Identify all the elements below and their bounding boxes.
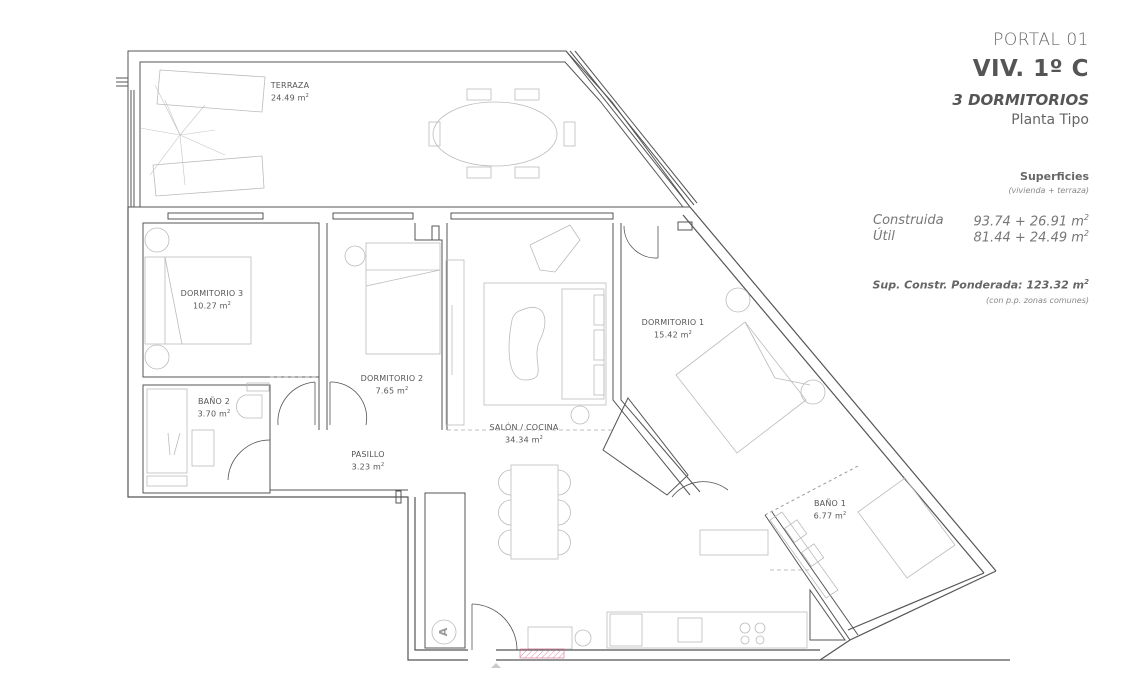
entrance-arrow-icon — [491, 663, 501, 668]
interior-walls — [142, 212, 861, 649]
exterior-walls — [127, 206, 1010, 661]
surface-label: Útil — [873, 229, 895, 244]
entrance-marker: A — [437, 627, 450, 637]
room-area: 3.23 m — [351, 462, 381, 472]
room-label-bano-1: BAÑO 1 6.77 m2 — [813, 499, 847, 521]
room-name: DORMITORIO 3 — [180, 289, 244, 298]
room-area: 15.42 m — [653, 330, 689, 340]
terrace — [116, 50, 698, 208]
room-area: 3.70 m — [197, 409, 227, 419]
hatched-panel — [519, 648, 565, 659]
surface-value: 81.44 + 24.49 m — [973, 230, 1084, 246]
terrace-furniture — [139, 69, 576, 197]
room-name: BAÑO 1 — [813, 499, 847, 508]
room-area: 10.27 m — [192, 301, 228, 311]
doors — [227, 225, 729, 651]
room-name: DORMITORIO 1 — [641, 318, 705, 327]
weighted-surface: Sup. Constr. Ponderada: 123.32 m2 — [872, 278, 1089, 292]
surface-row-construida: Construida 93.74 + 26.91 m2 — [873, 213, 1089, 230]
surface-label: Construida — [873, 213, 944, 228]
surfaces-subtitle: (vivienda + terraza) — [1008, 186, 1089, 195]
room-label-terraza: TERRAZA 24.49 m2 — [270, 81, 310, 103]
bedrooms-label: 3 DORMITORIOS — [952, 91, 1089, 109]
room-area: 6.77 m — [813, 511, 843, 521]
room-name: TERRAZA — [270, 81, 310, 90]
room-boundaries — [270, 376, 810, 571]
surface-row-util: Útil 81.44 + 24.49 m2 — [873, 229, 1089, 246]
room-name: SALÓN / COCINA — [489, 423, 559, 432]
portal-label: PORTAL 01 — [993, 30, 1089, 50]
room-label-salon-cocina: SALÓN / COCINA 34.34 m2 — [489, 423, 559, 445]
furniture — [144, 224, 956, 650]
room-area: 24.49 m — [270, 93, 306, 103]
room-area: 34.34 m — [504, 435, 540, 445]
room-area: 7.65 m — [375, 386, 405, 396]
room-label-dormitorio-2: DORMITORIO 2 7.65 m2 — [360, 374, 424, 396]
room-name: BAÑO 2 — [197, 397, 231, 406]
room-label-dormitorio-3: DORMITORIO 3 10.27 m2 — [180, 289, 244, 311]
floor-type-label: Planta Tipo — [1011, 112, 1089, 128]
unit-title: VIV. 1º C — [972, 56, 1089, 82]
surfaces-title: Superficies — [1020, 170, 1089, 183]
room-label-dormitorio-1: DORMITORIO 1 15.42 m2 — [641, 318, 705, 340]
weighted-surface-note: (con p.p. zonas comunes) — [985, 296, 1089, 305]
room-name: PASILLO — [351, 450, 385, 459]
room-name: DORMITORIO 2 — [360, 374, 424, 383]
room-label-bano-2: BAÑO 2 3.70 m2 — [197, 397, 231, 419]
room-label-pasillo: PASILLO 3.23 m2 — [351, 450, 385, 472]
surface-value: 93.74 + 26.91 m — [973, 214, 1084, 230]
